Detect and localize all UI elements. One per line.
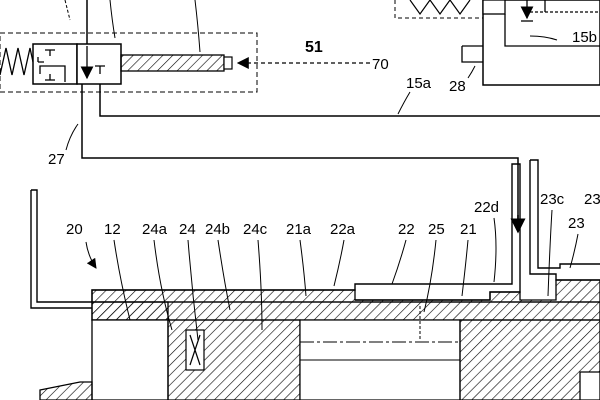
valve-dashed-boundary bbox=[0, 32, 258, 93]
line-27 bbox=[81, 84, 519, 230]
solenoid-cap bbox=[223, 56, 233, 70]
label-24: 24 bbox=[179, 221, 196, 238]
valve-spring bbox=[0, 47, 34, 76]
label-21a: 21a bbox=[286, 221, 312, 238]
label-21: 21 bbox=[460, 221, 477, 238]
label-24b: 24b bbox=[205, 221, 230, 238]
label-23-cut: 23 bbox=[584, 191, 600, 208]
label-23: 23 bbox=[568, 215, 585, 232]
label-70: 70 bbox=[372, 56, 389, 73]
label-22d: 22d bbox=[474, 199, 499, 216]
label-24a: 24a bbox=[142, 221, 168, 238]
label-15a: 15a bbox=[406, 75, 432, 92]
tank-28 bbox=[394, 0, 600, 86]
label-25: 25 bbox=[428, 221, 445, 238]
label-51: 51 bbox=[305, 39, 323, 56]
valve-chamber-left bbox=[32, 43, 78, 85]
label-12: 12 bbox=[104, 221, 121, 238]
solenoid-body bbox=[120, 54, 225, 72]
label-15b: 15b bbox=[572, 29, 597, 46]
valve-assembly bbox=[0, 0, 258, 93]
label-22: 22 bbox=[398, 221, 415, 238]
label-24c: 24c bbox=[243, 221, 268, 238]
cylinder-assembly bbox=[30, 159, 600, 400]
label-23c: 23c bbox=[540, 191, 565, 208]
line-15a bbox=[99, 84, 600, 117]
label-20: 20 bbox=[66, 221, 83, 238]
label-22a: 22a bbox=[330, 221, 356, 238]
label-28: 28 bbox=[449, 78, 466, 95]
valve-chamber-right bbox=[76, 43, 122, 85]
label-27: 27 bbox=[48, 151, 65, 168]
